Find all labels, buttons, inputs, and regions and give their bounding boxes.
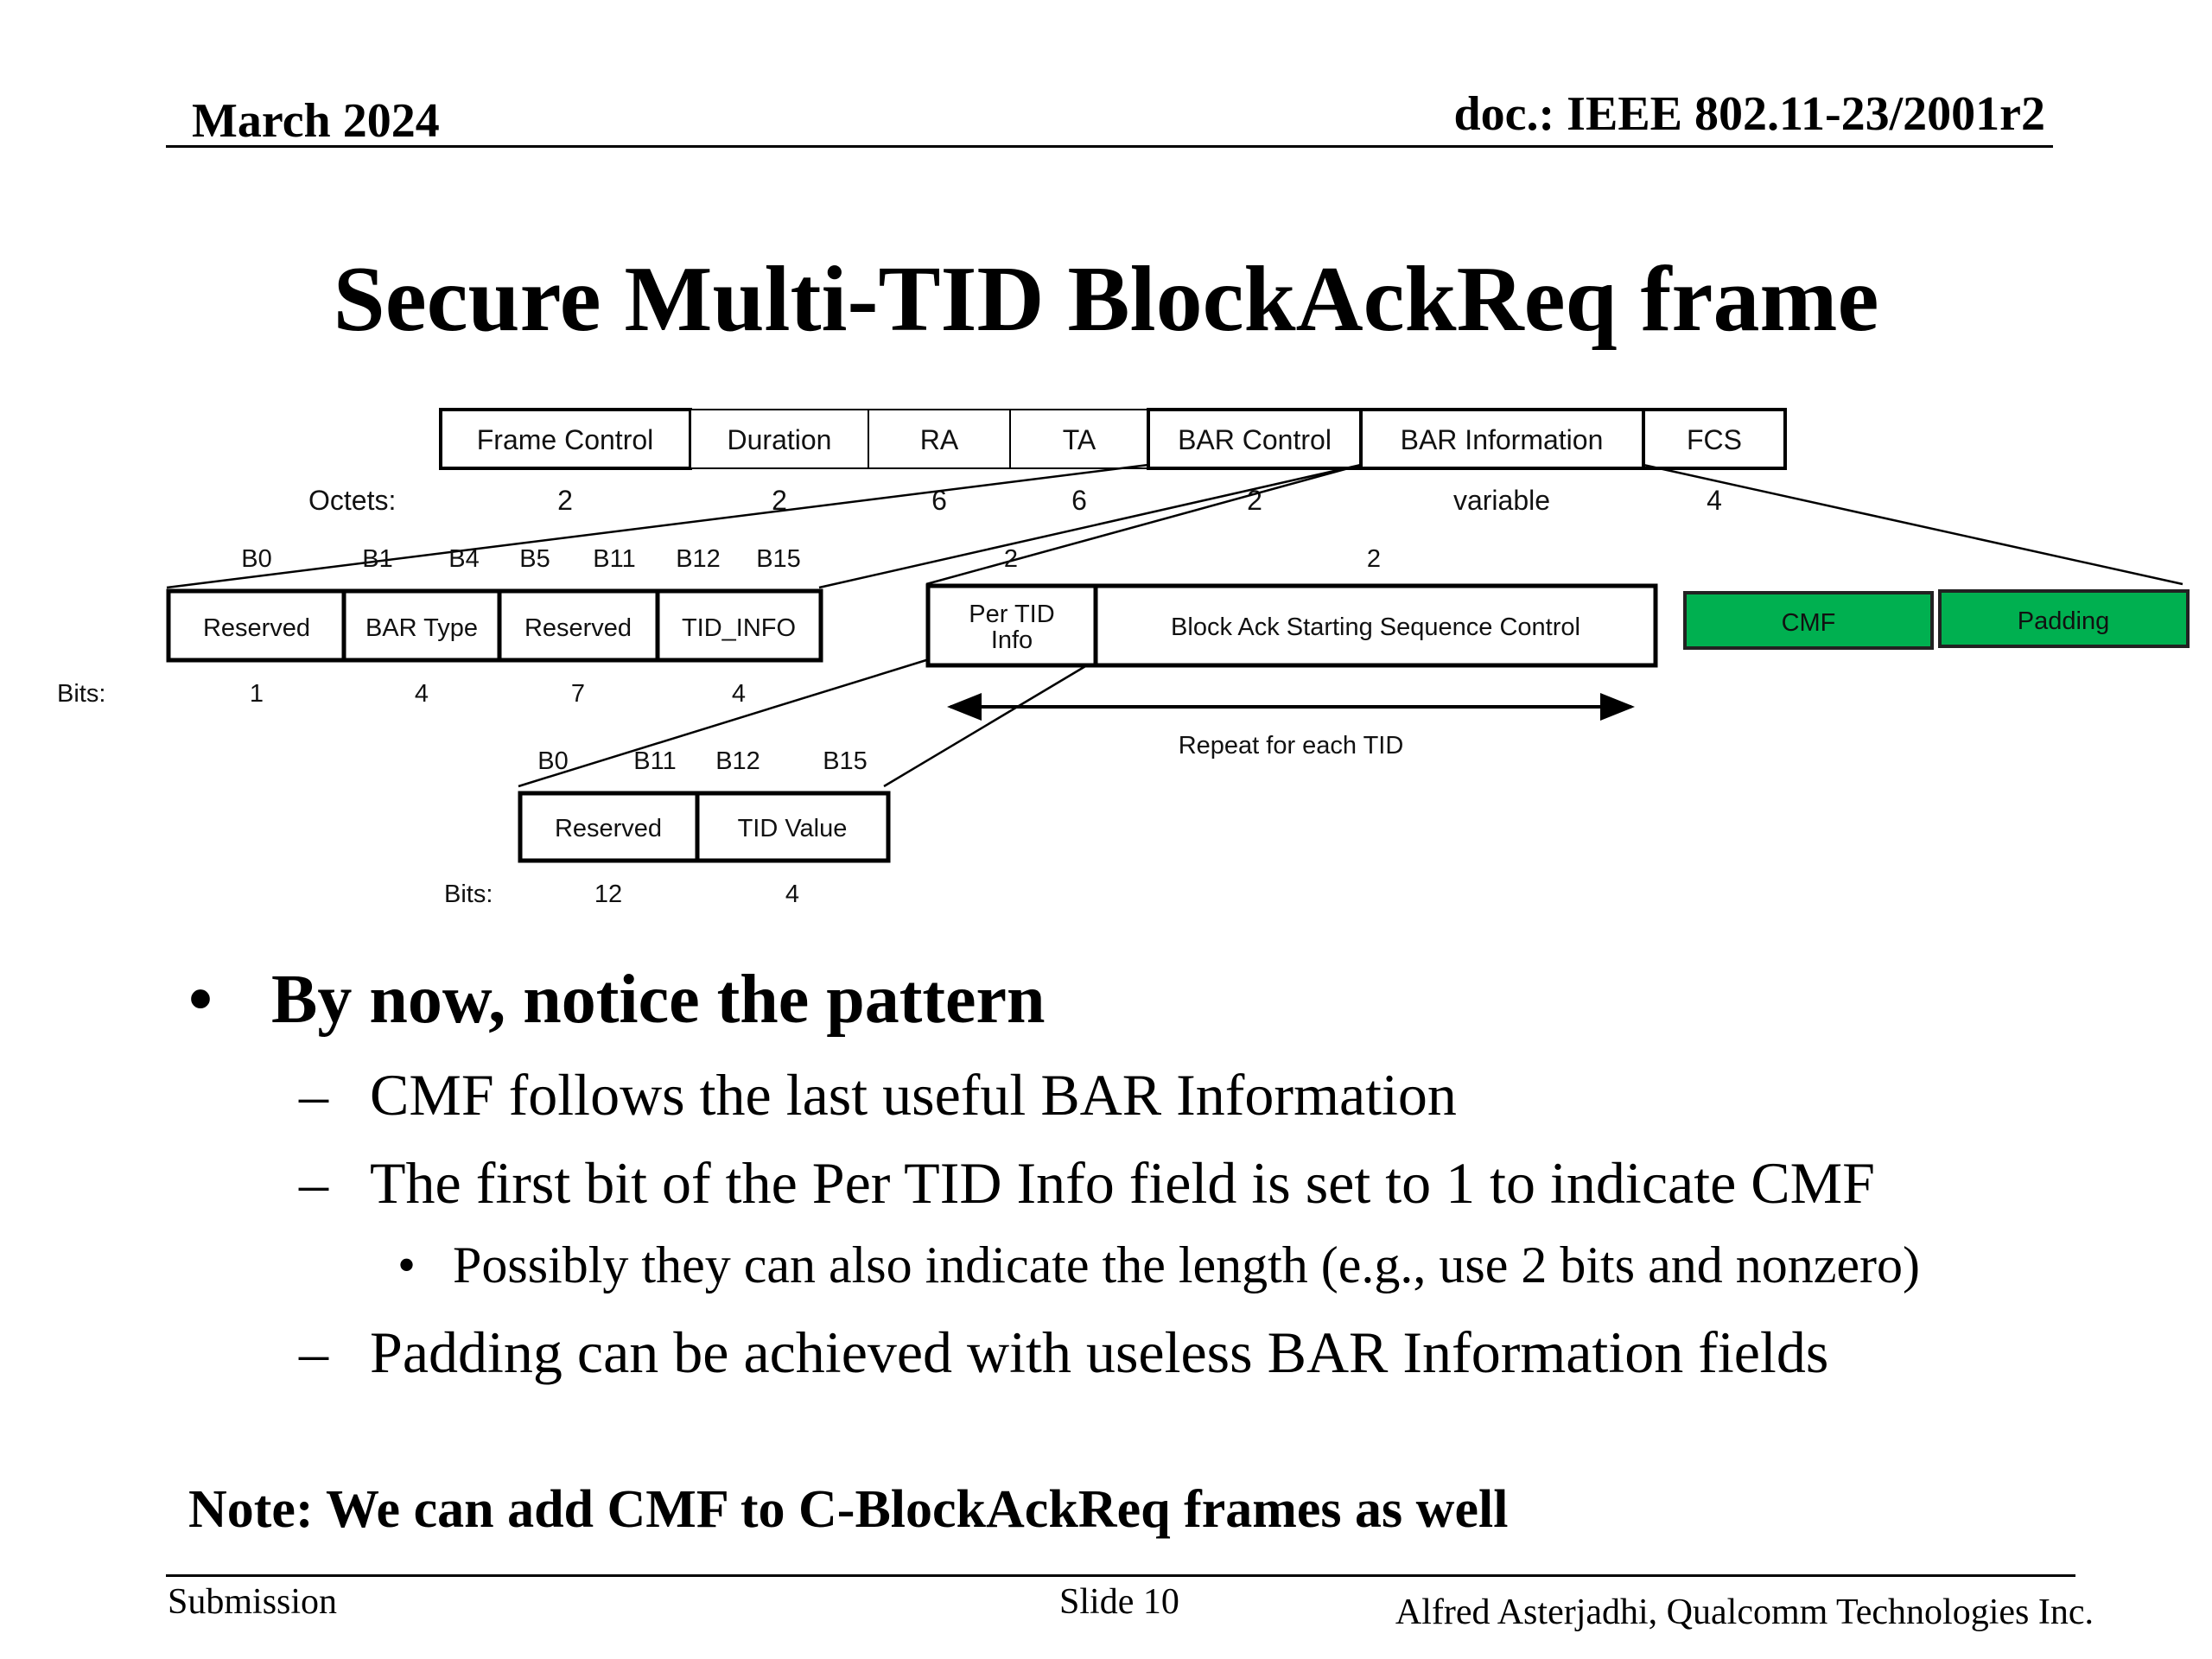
- bullet-sub-2-text: The first bit of the Per TID Info field …: [370, 1150, 1875, 1216]
- octets-frame-control: 2: [557, 485, 573, 516]
- tid-value-box: [695, 791, 891, 863]
- per-tid-info-label-line2: Info: [991, 626, 1033, 654]
- tid-info-label: TID_INFO: [682, 614, 796, 642]
- dash-marker: –: [299, 1062, 328, 1128]
- footer-submission: Submission: [168, 1582, 338, 1622]
- bar-control-bit-b4: B4: [448, 545, 479, 573]
- bar-control-reserved2-label: Reserved: [524, 614, 632, 642]
- connector-per-tid-right: [883, 658, 1096, 788]
- bits-tid-value: 4: [785, 880, 799, 908]
- octets-label: Octets:: [308, 485, 396, 516]
- per-tid-info-subfields: B0 B11 B12 B15 Reserved TID Value Bits: …: [444, 747, 891, 908]
- bar-control-label: BAR Control: [1178, 424, 1332, 455]
- connector-bar-control-right: [818, 463, 1362, 589]
- duration-field-box: [690, 409, 869, 469]
- bits-tid-info: 4: [732, 680, 746, 708]
- top-frame-fields: Frame Control Duration RA TA BAR Control…: [439, 408, 1787, 470]
- octets-bassc: 2: [1367, 545, 1381, 573]
- footer-author: Alfred Asterjadhi, Qualcomm Technologies…: [1395, 1592, 2094, 1632]
- per-tid-bit-b12: B12: [715, 747, 760, 775]
- padding-box: [1938, 589, 2190, 648]
- ta-field-box: [1009, 409, 1149, 469]
- bar-control-bits-label: Bits:: [57, 680, 105, 708]
- per-tid-bit-b0: B0: [537, 747, 568, 775]
- tid-info-box: [655, 588, 823, 663]
- bar-control-bit-b11: B11: [593, 545, 635, 573]
- bullet-subsub-text: Possibly they can also indicate the leng…: [453, 1236, 1920, 1294]
- fcs-label: FCS: [1687, 424, 1742, 455]
- header-rule: [166, 145, 2053, 148]
- cmf-box: [1683, 591, 1934, 650]
- octets-per-tid-info: 2: [1004, 545, 1018, 573]
- bar-control-bit-b5: B5: [519, 545, 550, 573]
- bar-information-subfields: 2 2 Per TID Info Block Ack Starting Sequ…: [925, 545, 2190, 760]
- bar-control-reserved-label: Reserved: [203, 614, 310, 642]
- connector-lines: [166, 463, 2183, 788]
- octets-duration: 2: [772, 485, 787, 516]
- bar-control-reserved2-box: [497, 588, 660, 663]
- repeat-label: Repeat for each TID: [1179, 732, 1404, 760]
- bullet-main-text: By now, notice the pattern: [271, 962, 1046, 1038]
- connector-fcs-right: [1643, 463, 2183, 586]
- dash-marker: –: [299, 1150, 328, 1216]
- header-doc-id: doc.: IEEE 802.11-23/2001r2: [1453, 87, 2045, 141]
- bar-control-bit-b12: B12: [676, 545, 721, 573]
- dash-marker: –: [299, 1319, 328, 1385]
- duration-label: Duration: [728, 424, 832, 455]
- cmf-label: CMF: [1782, 609, 1836, 637]
- bits-reserved: 1: [250, 680, 264, 708]
- octets-ta: 6: [1071, 485, 1087, 516]
- bar-information-label: BAR Information: [1401, 424, 1604, 455]
- octets-row: Octets: 2 2 6 6 2 variable 4: [308, 485, 1722, 516]
- note-text: Note: We can add CMF to C-BlockAckReq fr…: [188, 1480, 1509, 1539]
- padding-label: Padding: [2018, 607, 2109, 635]
- bits-reserved2: 7: [571, 680, 585, 708]
- per-tid-bits-label: Bits:: [444, 880, 493, 908]
- bullet-sub-1-text: CMF follows the last useful BAR Informat…: [370, 1062, 1457, 1128]
- bar-control-reserved-box: [166, 588, 346, 663]
- bullet-dot: •: [188, 962, 213, 1038]
- per-tid-bit-b15: B15: [823, 747, 868, 775]
- bullet-dot: •: [397, 1236, 416, 1294]
- footer-slide-number: Slide 10: [1059, 1582, 1179, 1622]
- per-tid-reserved-label: Reserved: [555, 815, 662, 842]
- bassc-label: Block Ack Starting Sequence Control: [1171, 613, 1580, 641]
- slide-title: Secure Multi-TID BlockAckReq frame: [333, 248, 1879, 351]
- ta-label: TA: [1063, 424, 1096, 455]
- bar-control-bit-b1: B1: [362, 545, 392, 573]
- octets-fcs: 4: [1707, 485, 1722, 516]
- frame-control-label: Frame Control: [477, 424, 654, 455]
- bits-bar-type: 4: [415, 680, 429, 708]
- bar-information-field-box: [1359, 408, 1645, 470]
- bar-control-bit-b15: B15: [756, 545, 801, 573]
- bar-control-subfields: B0 B1 B4 B5 B11 B12 B15 Reserved BAR Typ…: [57, 545, 823, 708]
- ra-label: RA: [920, 424, 959, 455]
- bar-control-bit-b0: B0: [241, 545, 271, 573]
- bar-type-label: BAR Type: [365, 614, 478, 642]
- fcs-field-box: [1642, 408, 1787, 470]
- bits-per-tid-reserved: 12: [594, 880, 622, 908]
- bullet-sub-3-text: Padding can be achieved with useless BAR…: [370, 1319, 1829, 1385]
- tid-value-label: TID Value: [738, 815, 848, 842]
- per-tid-info-label-line1: Per TID: [969, 601, 1054, 628]
- connector-bar-info-left: [925, 463, 1362, 586]
- bar-type-box: [341, 588, 502, 663]
- bassc-box: [1093, 583, 1658, 668]
- connector-bar-control-left: [166, 463, 1149, 589]
- per-tid-bit-b11: B11: [633, 747, 676, 775]
- octets-bar-information: variable: [1453, 485, 1550, 516]
- connector-per-tid-left: [518, 658, 927, 788]
- footer-rule: [166, 1574, 2075, 1577]
- header-date: March 2024: [192, 94, 440, 148]
- per-tid-info-box: [925, 583, 1098, 668]
